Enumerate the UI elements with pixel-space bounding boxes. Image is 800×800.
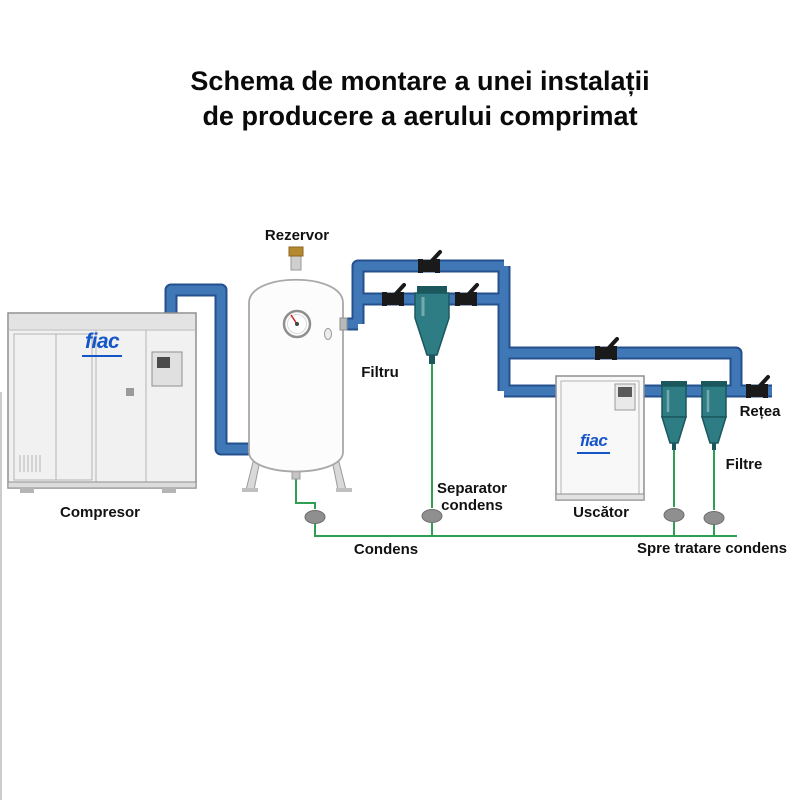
label-condens: Condens <box>353 541 419 558</box>
ball-valve-icon <box>455 283 479 306</box>
ball-valve-icon <box>382 283 406 306</box>
ball-valve-icon <box>418 250 442 273</box>
ball-valve-icon <box>595 337 619 360</box>
label-filtre: Filtre <box>725 456 763 473</box>
compressor-base <box>7 481 197 489</box>
dryer-base <box>555 493 645 501</box>
dryer-display <box>618 387 632 397</box>
condensate-lines <box>295 364 737 537</box>
label-compresor: Compresor <box>59 504 141 521</box>
air-receiver-tank <box>242 246 352 492</box>
ball-valve-icon <box>746 375 770 398</box>
label-uscator: Uscător <box>573 504 629 521</box>
label-filtru: Filtru <box>361 364 399 381</box>
tank-foot <box>242 488 258 492</box>
brand-logo-dryer: fiac <box>577 431 611 454</box>
label-spre-tratare-condens: Spre tratare condens <box>636 540 788 557</box>
compressor-button <box>126 388 134 396</box>
page-title: Schema de montare a unei instalații de p… <box>40 64 800 134</box>
tank-shell <box>248 278 344 473</box>
compressor-foot <box>162 488 176 493</box>
tank-port <box>324 328 332 340</box>
compressor-display <box>157 357 170 368</box>
title-line-2: de producere a aerului comprimat <box>202 101 638 131</box>
label-separator-condens: Separator condens <box>436 480 508 514</box>
tank-outlet-flange <box>339 317 348 331</box>
line-filter <box>700 381 728 450</box>
tank-top-fitting <box>290 255 302 271</box>
cyclone-filter <box>414 286 450 364</box>
page-edge-line <box>0 392 2 800</box>
title-line-1: Schema de montare a unei instalații <box>190 66 650 96</box>
brand-logo-compressor: fiac <box>82 330 123 357</box>
compressor-top-band <box>9 314 195 329</box>
compressor-unit <box>7 312 197 493</box>
air-dryer-unit <box>555 375 645 501</box>
safety-valve-icon <box>288 246 304 257</box>
condensate-drain-icon <box>304 508 725 525</box>
label-rezervor: Rezervor <box>264 227 330 244</box>
compressor-vent-grille <box>19 455 41 472</box>
label-retea: Rețea <box>739 403 781 420</box>
compressor-door <box>13 333 93 481</box>
tank-foot <box>336 488 352 492</box>
line-filter <box>660 381 688 450</box>
compressor-foot <box>20 488 34 493</box>
